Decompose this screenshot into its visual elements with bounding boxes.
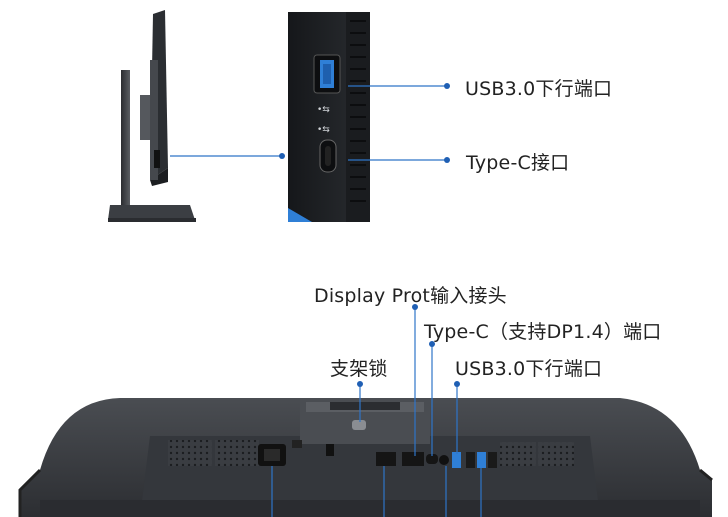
usb-a-port-icon: [313, 54, 341, 94]
label-usb-bottom: USB3.0下行端口: [455, 358, 603, 380]
usb-a-port-bottom-icon-2: [477, 452, 486, 468]
callout-dot-typec-dp: [429, 341, 435, 347]
callout-dot-typec-top: [444, 157, 450, 163]
callout-dot-usb-top: [444, 83, 450, 89]
display-port-icon: [402, 452, 424, 466]
stand-lock-icon: [352, 420, 366, 430]
side-view-monitor: [108, 10, 196, 222]
label-stand-lock: 支架锁: [330, 358, 388, 380]
callout-dot-side: [279, 153, 285, 159]
callout-dot-stand-lock: [357, 381, 363, 387]
usb-symbol-icon: •⇆: [317, 105, 330, 115]
label-typec-top: Type-C接口: [466, 152, 570, 174]
callout-dot-displayport: [412, 304, 418, 310]
hdmi-port-icon: [376, 452, 396, 466]
label-display-port: Display Prot输入接头: [314, 285, 507, 307]
monitor-bottom-view: [18, 398, 713, 517]
callout-dot-usb-bottom: [454, 381, 460, 387]
label-usb-top: USB3.0下行端口: [465, 78, 613, 100]
label-typec-dp: Type-C（支持DP1.4）端口: [424, 321, 662, 343]
usb-c-port-icon: [319, 139, 337, 173]
usb-c-dp-port-icon: [426, 454, 438, 464]
usb-symbol-icon-2: •⇆: [317, 125, 330, 135]
audio-jack-icon: [439, 455, 449, 465]
usb-a-port-bottom-icon: [452, 452, 461, 468]
port-closeup-panel: •⇆ •⇆: [288, 12, 370, 222]
